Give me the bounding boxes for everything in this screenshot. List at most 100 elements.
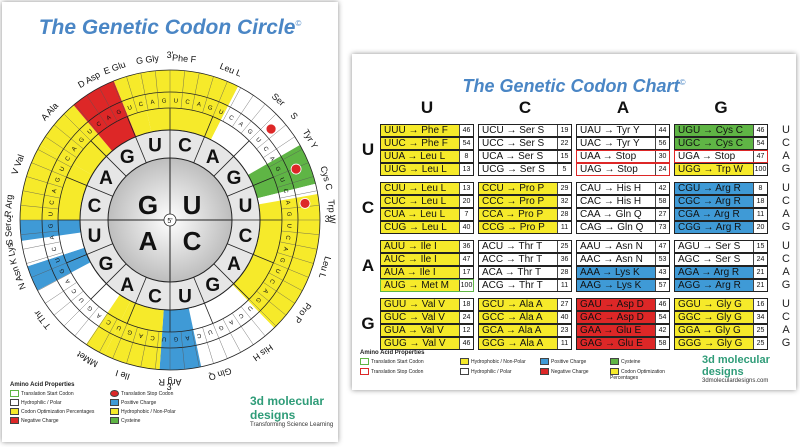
middle-base-letter: U bbox=[178, 287, 192, 308]
ring-base-label: C bbox=[261, 146, 269, 154]
codon-percentage: 25 bbox=[753, 325, 767, 336]
middle-base-letter: C bbox=[148, 287, 162, 308]
codon-label: AGG → Arg R bbox=[678, 280, 741, 291]
property-band bbox=[86, 294, 131, 355]
spoke-line bbox=[268, 149, 303, 168]
codon-percentage: 22 bbox=[557, 138, 571, 149]
inner-base-letter: C bbox=[183, 226, 202, 256]
ring-base-label: C bbox=[185, 99, 191, 106]
ring-base-label: C bbox=[105, 318, 112, 326]
spoke-line bbox=[112, 323, 128, 359]
codon-percentage: 40 bbox=[557, 312, 571, 323]
chart-legend-cysteine: Cysteine bbox=[610, 358, 680, 365]
third-base-label: G bbox=[781, 221, 791, 233]
codon-percentage: 29 bbox=[557, 183, 571, 194]
ring-base-label: G bbox=[86, 304, 94, 312]
codon-cell: UUC → Phe F 54 bbox=[380, 137, 474, 150]
spoke-line bbox=[191, 329, 200, 368]
positive-swatch-icon bbox=[110, 399, 119, 406]
ring-base-label: U bbox=[127, 105, 133, 112]
spoke-line bbox=[140, 72, 149, 111]
codon-label: AGU → Ser S bbox=[678, 241, 741, 252]
property-band bbox=[188, 284, 275, 367]
three-prime-label: 3' bbox=[7, 214, 14, 224]
codon-label: UAU → Tyr Y bbox=[580, 125, 640, 136]
codon-percentage: 54 bbox=[459, 138, 473, 149]
codon-label: GAA → Glu E bbox=[580, 325, 642, 336]
spoke-line bbox=[53, 124, 84, 150]
codon-percentage: 15 bbox=[753, 241, 767, 252]
spoke-line bbox=[53, 290, 84, 316]
ring-base-label: U bbox=[162, 335, 167, 341]
stop-sign-icon bbox=[265, 123, 277, 135]
ring-base-label: A bbox=[282, 246, 289, 251]
ring-base-label: G bbox=[116, 109, 123, 117]
codon-label: CGA → Arg R bbox=[678, 209, 740, 220]
chart-legend-negative: Negative Charge bbox=[540, 368, 610, 381]
codon-percentage: 34 bbox=[753, 312, 767, 323]
codon-label: CAC → His H bbox=[580, 196, 642, 207]
cysteine-swatch-icon bbox=[610, 358, 619, 365]
codon-label: UGA → Stop bbox=[678, 151, 736, 162]
codon-label: UGU → Cys C bbox=[678, 125, 743, 136]
third-base-label: C bbox=[782, 137, 790, 149]
third-base-label: A bbox=[782, 324, 790, 336]
codon-label: GCC → Ala A bbox=[482, 312, 543, 323]
codon-label: CUG → Leu L bbox=[384, 222, 447, 233]
row-header-U: U bbox=[361, 140, 375, 159]
spoke-line bbox=[26, 252, 63, 264]
chart-legend-stop: Translation Stop Codon bbox=[360, 368, 460, 381]
codon-label: UCG → Ser S bbox=[482, 164, 545, 175]
spoke-line bbox=[66, 243, 113, 264]
property-band bbox=[104, 300, 164, 370]
codon-label: GUU → Val V bbox=[384, 299, 445, 310]
property-band bbox=[73, 80, 137, 152]
spoke-line bbox=[74, 103, 100, 134]
spoke-line bbox=[227, 243, 274, 264]
codon-percentage: 42 bbox=[655, 183, 669, 194]
codon-label: UGG → Trp W bbox=[678, 164, 743, 175]
codon-label: ACC → Thr T bbox=[482, 254, 543, 265]
amino-acid-label: Leu L bbox=[317, 255, 333, 279]
spoke-line bbox=[22, 241, 61, 250]
middle-base-letter: A bbox=[120, 275, 134, 296]
five-prime-label: 5' bbox=[167, 218, 172, 225]
spoke-line bbox=[202, 76, 214, 113]
codon-percentage: 32 bbox=[557, 196, 571, 207]
ring-base-label: A bbox=[237, 121, 244, 128]
amino-acid-label: Pro P bbox=[292, 301, 313, 325]
spoke-line bbox=[31, 162, 67, 178]
spoke-line bbox=[126, 116, 147, 163]
spoke-line bbox=[126, 76, 138, 113]
amino-acid-label: Phe F bbox=[172, 53, 197, 65]
ring-base-label: G bbox=[246, 128, 254, 136]
spoke-line bbox=[212, 323, 228, 359]
codon-percentage: 58 bbox=[655, 338, 669, 349]
ring-base-label: A bbox=[185, 334, 190, 341]
codon-percentage: 8 bbox=[753, 183, 767, 194]
codon-label: GCG → Ala A bbox=[482, 338, 544, 349]
codon-label: UUC → Phe F bbox=[384, 138, 448, 149]
codon-percentage: 56 bbox=[655, 138, 669, 149]
amino-acid-label: His H bbox=[251, 342, 275, 363]
